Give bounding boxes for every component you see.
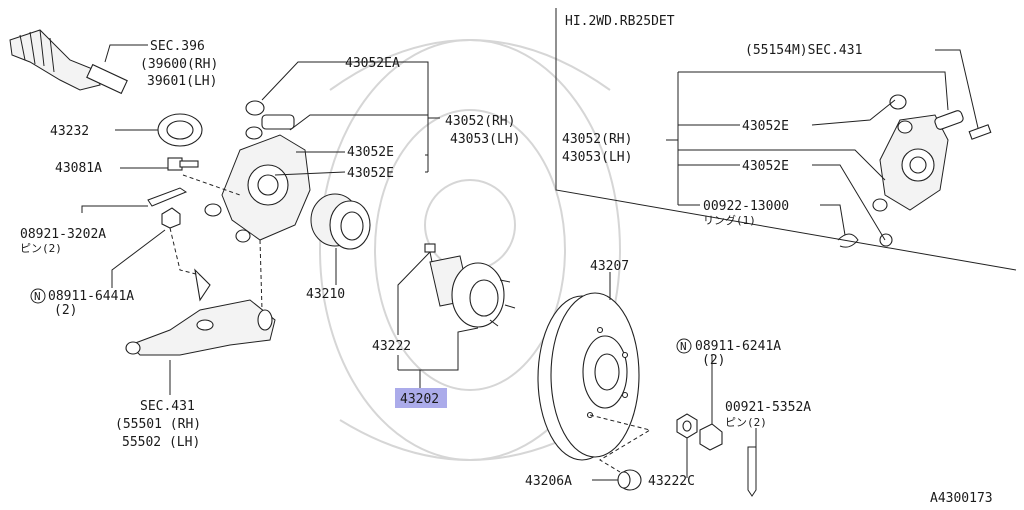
watermark-emblem xyxy=(319,39,621,461)
label-08921[interactable]: 08921-3202A xyxy=(20,227,106,242)
label-inset-ring: リング(1) xyxy=(703,213,756,227)
label-inset-43052-rh[interactable]: 43052(RH) xyxy=(562,132,632,147)
label-qty2-a: (2) xyxy=(54,303,77,318)
label-inset-00922[interactable]: 00922-13000 xyxy=(703,199,789,214)
label-inset-sec431[interactable]: (55154M)SEC.431 xyxy=(745,43,862,58)
label-43232[interactable]: 43232 xyxy=(50,124,89,139)
lower-arm-part[interactable] xyxy=(125,268,276,356)
label-43052-rh[interactable]: 43052(RH) xyxy=(445,114,515,129)
label-sec396[interactable]: SEC.396 xyxy=(150,39,205,54)
inset-knuckle-part[interactable] xyxy=(837,94,992,248)
label-inset-43052E-a[interactable]: 43052E xyxy=(742,119,789,134)
label-43210[interactable]: 43210 xyxy=(306,287,345,302)
bolt-43081A-part[interactable] xyxy=(167,157,199,171)
label-pin2-b: ピン(2) xyxy=(725,416,767,429)
inset-title: HI.2WD.RB25DET xyxy=(565,14,675,29)
knuckle-part[interactable] xyxy=(204,100,311,243)
seal-43232-part[interactable] xyxy=(157,113,203,147)
label-55502[interactable]: 55502 (LH) xyxy=(122,435,200,450)
cotter-pin-part[interactable] xyxy=(147,187,188,207)
leader-lines xyxy=(81,44,979,481)
label-39601[interactable]: 39601(LH) xyxy=(147,74,217,89)
cap-43206A-part[interactable] xyxy=(617,469,642,491)
nut-08911-6241A-part[interactable] xyxy=(699,423,723,451)
svg-text:N: N xyxy=(680,340,687,353)
label-pin2-a: ピン(2) xyxy=(20,242,62,255)
nut-08911-part[interactable] xyxy=(161,207,181,229)
label-43222[interactable]: 43222 xyxy=(372,339,411,354)
highlight-box[interactable] xyxy=(395,388,447,408)
figure-code: A4300173 xyxy=(930,491,993,506)
label-43206A[interactable]: 43206A xyxy=(525,474,572,489)
hub-43202-part[interactable] xyxy=(424,243,516,328)
label-00921[interactable]: 00921-5352A xyxy=(725,400,811,415)
bearing-43210-part[interactable] xyxy=(310,193,371,250)
label-qty2-b: (2) xyxy=(702,353,725,368)
label-43052E-a[interactable]: 43052E xyxy=(347,145,394,160)
svg-text:N: N xyxy=(34,290,41,303)
label-43052EA[interactable]: 43052EA xyxy=(345,56,400,71)
nut-43222C-part[interactable] xyxy=(676,413,698,439)
label-43052E-b[interactable]: 43052E xyxy=(347,166,394,181)
label-sec431[interactable]: SEC.431 xyxy=(140,399,195,414)
label-43202[interactable]: 43202 xyxy=(400,392,439,407)
drive-shaft-part[interactable] xyxy=(9,29,128,95)
n-marker-2: N xyxy=(676,338,692,354)
label-08911-6241A[interactable]: 08911-6241A xyxy=(695,339,781,354)
label-43207[interactable]: 43207 xyxy=(590,259,629,274)
n-marker-1: N xyxy=(30,288,46,304)
inset-border xyxy=(555,8,1017,271)
label-39600[interactable]: (39600(RH) xyxy=(140,57,218,72)
label-08911-6441A[interactable]: 08911-6441A xyxy=(48,289,134,304)
label-inset-43052E-b[interactable]: 43052E xyxy=(742,159,789,174)
label-43081A[interactable]: 43081A xyxy=(55,161,102,176)
label-43222C[interactable]: 43222C xyxy=(648,474,695,489)
label-55501[interactable]: (55501 (RH) xyxy=(115,417,201,432)
label-inset-43053-lh[interactable]: 43053(LH) xyxy=(562,150,632,165)
rotor-43207-part[interactable] xyxy=(537,292,640,461)
pin-00921-part[interactable] xyxy=(747,446,757,497)
label-43053-lh[interactable]: 43053(LH) xyxy=(450,132,520,147)
